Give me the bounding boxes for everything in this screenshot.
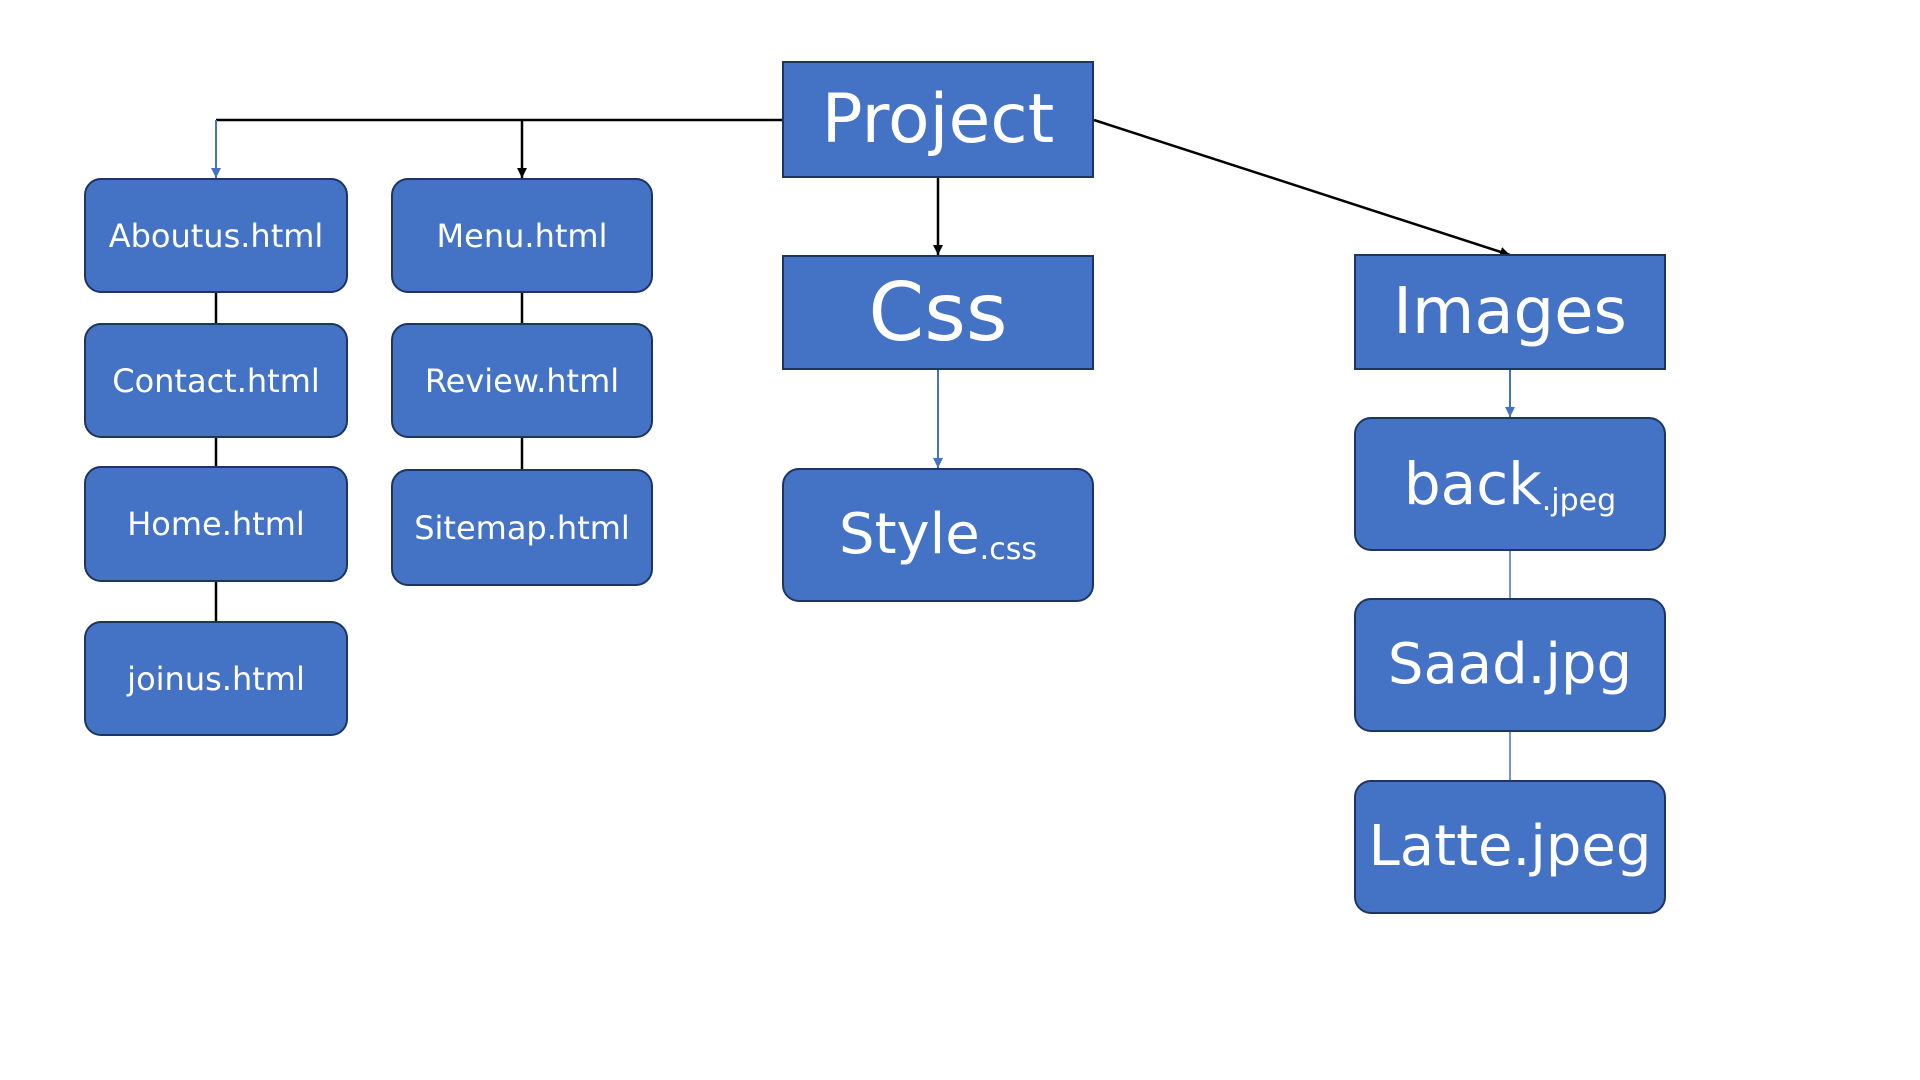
project-node: Project (782, 61, 1094, 178)
images-folder-node: Images (1354, 254, 1666, 370)
file-label-back: back .jpeg (1403, 450, 1617, 518)
css-folder-label: Css (868, 265, 1008, 359)
file-node-latte: Latte.jpeg (1354, 780, 1666, 914)
file-node-sitemap: Sitemap.html (391, 469, 653, 586)
css-folder-node: Css (782, 255, 1094, 370)
file-name-style: Style (839, 502, 980, 567)
file-label-menu: Menu.html (436, 216, 608, 255)
file-node-joinus: joinus.html (84, 621, 348, 736)
file-label-home: Home.html (127, 505, 305, 543)
file-label-saad: Saad.jpg (1387, 632, 1633, 697)
file-label-aboutus: Aboutus.html (108, 216, 324, 255)
images-folder-label: Images (1393, 275, 1627, 349)
file-extension-back: .jpeg (1541, 483, 1617, 518)
file-label-sitemap: Sitemap.html (414, 508, 630, 547)
file-node-saad: Saad.jpg (1354, 598, 1666, 732)
file-node-back: back .jpeg (1354, 417, 1666, 551)
connector-project-to-images (1093, 118, 1511, 257)
file-node-menu: Menu.html (391, 178, 653, 293)
file-node-aboutus: Aboutus.html (84, 178, 348, 293)
file-name-back: back (1403, 450, 1542, 518)
file-label-latte: Latte.jpeg (1368, 814, 1652, 879)
file-node-review: Review.html (391, 323, 653, 438)
file-label-style: Style .css (839, 502, 1037, 567)
file-node-contact: Contact.html (84, 323, 348, 438)
file-node-style: Style .css (782, 468, 1094, 602)
file-label-joinus: joinus.html (127, 659, 305, 698)
project-label: Project (821, 79, 1055, 159)
file-extension-style: .css (979, 532, 1037, 567)
file-node-home: Home.html (84, 466, 348, 582)
file-label-review: Review.html (424, 361, 620, 400)
file-label-contact: Contact.html (112, 361, 320, 400)
